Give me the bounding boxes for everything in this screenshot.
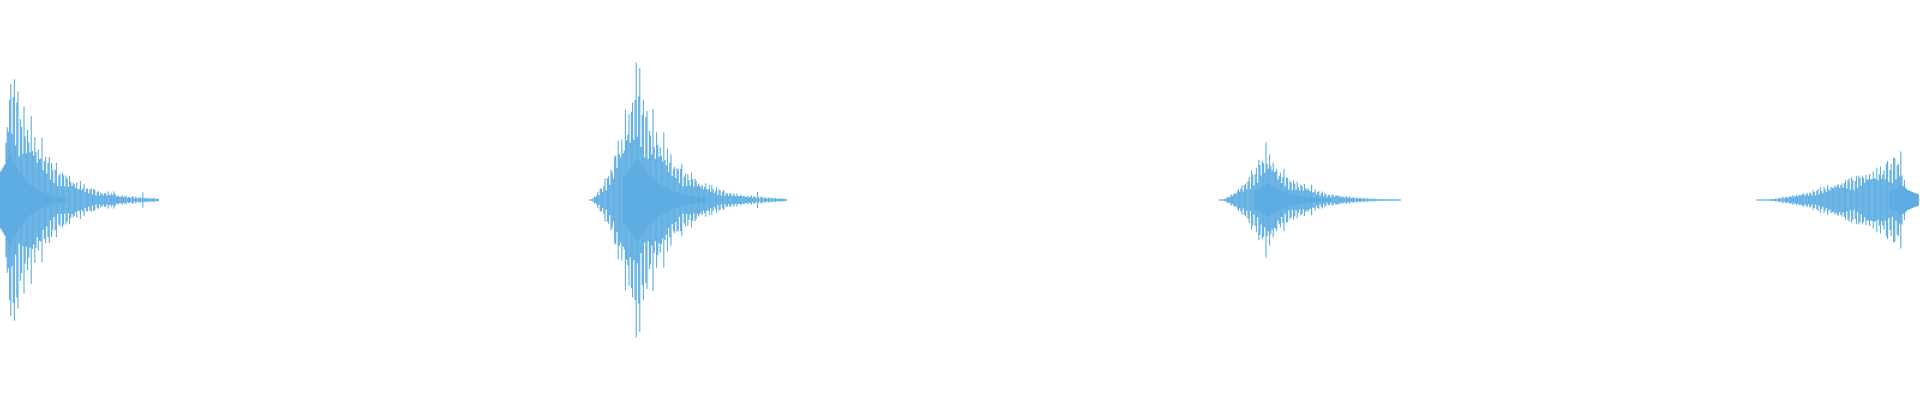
waveform-bursts: [0, 62, 1920, 338]
waveform-burst-2: [588, 62, 787, 338]
waveform-burst-1: [0, 79, 159, 321]
waveform-burst-2-core: [623, 158, 708, 242]
waveform-burst-1-core: [0, 154, 66, 246]
waveform-burst-4-core: [1888, 185, 1919, 215]
waveform-burst-3-core: [1253, 183, 1331, 217]
waveform-burst-3: [1218, 142, 1401, 258]
waveform-burst-4: [1756, 151, 1920, 249]
